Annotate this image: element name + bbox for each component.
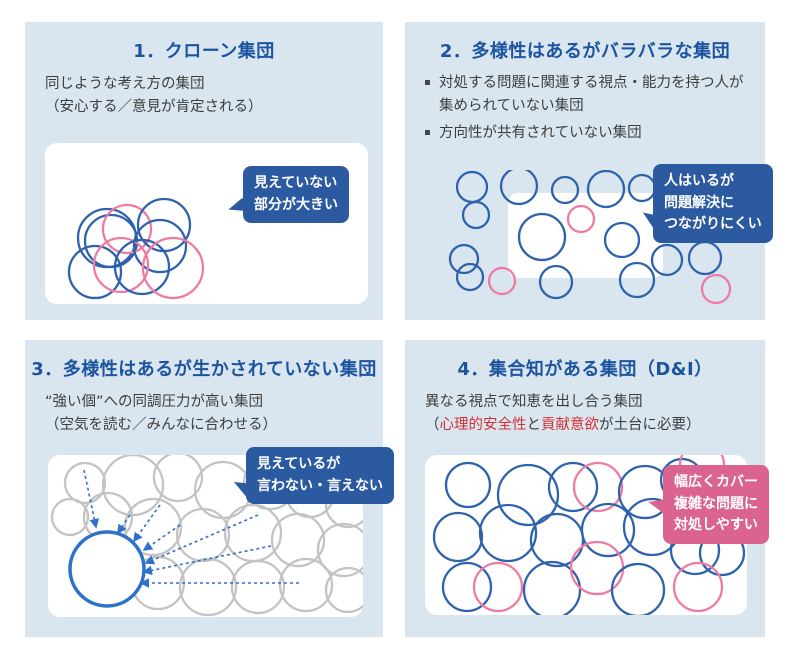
panel-collective-intelligence-group: 4．集合知がある集団（D&I） 異なる視点で知恵を出し合う集団 （心理的安全性と… bbox=[405, 340, 769, 637]
bubble-line: 幅広くカバー bbox=[674, 474, 758, 490]
panel-description: 異なる視点で知恵を出し合う集団 （心理的安全性と貢献意欲が土台に必要） bbox=[425, 391, 765, 438]
callout-bubble: 幅広くカバー 複雑な問題に 対処しやすい bbox=[646, 465, 769, 545]
bubble-line: 対処しやすい bbox=[674, 517, 758, 534]
desc-line: （心理的安全性と貢献意欲が土台に必要） bbox=[425, 414, 765, 437]
panel-description: “強い個”への同調圧力が高い集団 （空気を読む／みんなに合わせる） bbox=[45, 391, 383, 438]
panel-description: 同じような考え方の集団 （安心する／意見が肯定される） bbox=[45, 73, 383, 120]
bubble-line: つながりにくい bbox=[664, 216, 762, 233]
desc-fragment: と bbox=[526, 417, 542, 434]
panel-title: 3．多様性はあるが生かされていない集団 bbox=[31, 359, 377, 380]
conformity-circles-diagram bbox=[50, 455, 363, 617]
psychological-safety-text: 心理的安全性 bbox=[439, 417, 527, 434]
bubble-tail-icon bbox=[226, 198, 247, 217]
desc-line: 異なる視点で知恵を出し合う集団 bbox=[425, 394, 643, 410]
bubble-line: 見えているが bbox=[257, 456, 341, 472]
panel-clone-group: 1．クローン集団 同じような考え方の集団 （安心する／意見が肯定される） 見えて… bbox=[25, 22, 383, 320]
bullet-item: 対処する問題に関連する視点・能力を持つ人が集められていない集団 bbox=[425, 72, 751, 118]
bubble-line: 言わない・言えない bbox=[257, 477, 383, 494]
desc-fragment: が土台に必要） bbox=[599, 417, 701, 434]
desc-line: “強い個”への同調圧力が高い集団 bbox=[45, 394, 264, 410]
panel-title: 1．クローン集団 bbox=[133, 41, 275, 62]
panel-unused-diversity-group: 3．多様性はあるが生かされていない集団 “強い個”への同調圧力が高い集団 （空気… bbox=[25, 340, 394, 637]
bubble-line: 見えていない bbox=[254, 175, 338, 191]
contribution-motivation-text: 貢献意欲 bbox=[541, 417, 599, 434]
bubble-line: 問題解決に bbox=[664, 194, 734, 211]
bubble-line: 人はいるが bbox=[664, 173, 734, 189]
panel-title: 2．多様性はあるがバラバラな集団 bbox=[439, 41, 731, 62]
callout-bubble: 人はいるが 問題解決に つながりにくい bbox=[638, 164, 773, 244]
callout-bubble: 見えているが 言わない・言えない bbox=[230, 447, 394, 505]
clone-circles-diagram bbox=[67, 197, 205, 300]
panel-bullet-list: 対処する問題に関連する視点・能力を持つ人が集められていない集団 方向性が共有され… bbox=[405, 72, 765, 146]
scattered-circles-diagram bbox=[448, 170, 732, 305]
bubble-line: 複雑な問題に bbox=[674, 495, 758, 512]
bubble-line: 部分が大きい bbox=[254, 196, 338, 213]
panel-title: 4．集合知がある集団（D&I） bbox=[457, 359, 713, 380]
panel-scattered-diversity-group: 2．多様性はあるがバラバラな集団 対処する問題に関連する視点・能力を持つ人が集め… bbox=[405, 22, 773, 320]
bullet-item: 方向性が共有されていない集団 bbox=[425, 122, 751, 145]
desc-fragment: （ bbox=[425, 417, 440, 434]
desc-line: （安心する／意見が肯定される） bbox=[45, 99, 263, 116]
callout-bubble: 見えていない 部分が大きい bbox=[226, 166, 349, 224]
desc-line: （空気を読む／みんなに合わせる） bbox=[45, 417, 277, 434]
desc-line: 同じような考え方の集団 bbox=[45, 76, 205, 92]
